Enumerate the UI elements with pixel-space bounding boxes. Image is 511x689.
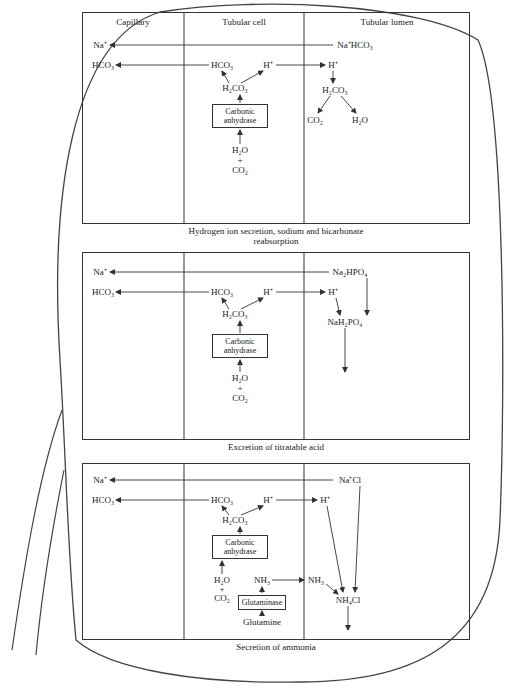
chemical-species: Na⁺HCO₃ [337,40,373,50]
reaction-arrows [110,45,367,630]
chemical-species: HCO₃ [92,60,114,70]
enzyme-box: Carbonic anhydrase [212,334,268,358]
chemical-species: HCO₃ [92,495,114,505]
chemical-species: Na⁺ [93,475,107,485]
chemical-species: H⁺ [328,287,338,297]
chemical-species: NaH₂PO₄ [328,317,363,327]
chemical-species: Glutamine [243,617,281,627]
enzyme-box: Carbonic anhydrase [212,535,268,559]
chemical-species: CO₂ [232,393,248,403]
panel-caption: Hydrogen ion secretion, sodium and bicar… [166,226,386,246]
chemical-species: Na₂HPO₄ [333,267,368,277]
chemical-species: + [237,383,242,393]
chemical-species: H₂O [232,373,248,383]
enzyme-name: Glutaminase [242,598,282,607]
chemical-species: H⁺ [263,287,273,297]
chemical-species: H₂CO₃ [222,309,247,319]
column-heading: Capillary [116,17,150,27]
mechanism-panel: Excretion of titratable acidCarbonic anh… [82,252,470,440]
chemical-species: NH₄Cl [336,595,361,605]
enzyme-name: Carbonic anhydrase [216,337,264,355]
chemical-species: H₂O [214,575,230,585]
chemical-species: Na⁺ [93,267,107,277]
mechanism-panel: Hydrogen ion secretion, sodium and bicar… [82,12,470,224]
enzyme-box: Carbonic anhydrase [212,104,268,128]
chemical-species: HCO₃ [92,287,114,297]
chemical-species: HCO₃ [211,60,233,70]
chemical-species: H₂CO₃ [322,85,347,95]
column-heading: Tubular lumen [361,17,414,27]
chemical-species: H₂CO₃ [222,515,247,525]
chemical-species: H₂O [232,145,248,155]
chemical-species: CO₂ [214,593,230,603]
kidney-outline [58,4,503,682]
chemical-species: Na⁺Cl [339,475,361,485]
chemical-species: H⁺ [328,60,338,70]
enzyme-name: Carbonic anhydrase [216,538,264,556]
chemical-species: + [219,584,224,594]
chemical-species: H₂O [352,115,368,125]
panel-caption: Secretion of ammonia [166,642,386,652]
chemical-species: H⁺ [320,495,330,505]
chemical-species: H⁺ [263,60,273,70]
chemical-species: H₂CO₃ [222,83,247,93]
chemical-species: HCO₃ [211,287,233,297]
ureter-line [36,470,64,655]
column-dividers [184,12,304,640]
chemical-species: Na⁺ [93,40,107,50]
chemical-species: + [237,155,242,165]
column-heading: Tubular cell [222,17,265,27]
chemical-species: NH₃ [254,575,270,585]
chemical-species: H⁺ [263,495,273,505]
chemical-species: NH₃ [308,575,324,585]
enzyme-box: Glutaminase [238,595,286,610]
enzyme-name: Carbonic anhydrase [216,107,264,125]
mechanism-panel: Secretion of ammoniaCarbonic anhydraseGl… [82,463,470,640]
chemical-species: HCO₃ [211,495,233,505]
chemical-species: CO₂ [307,115,323,125]
ureter-line [12,410,62,650]
chemical-species: CO₂ [232,165,248,175]
panel-caption: Excretion of titratable acid [166,442,386,452]
